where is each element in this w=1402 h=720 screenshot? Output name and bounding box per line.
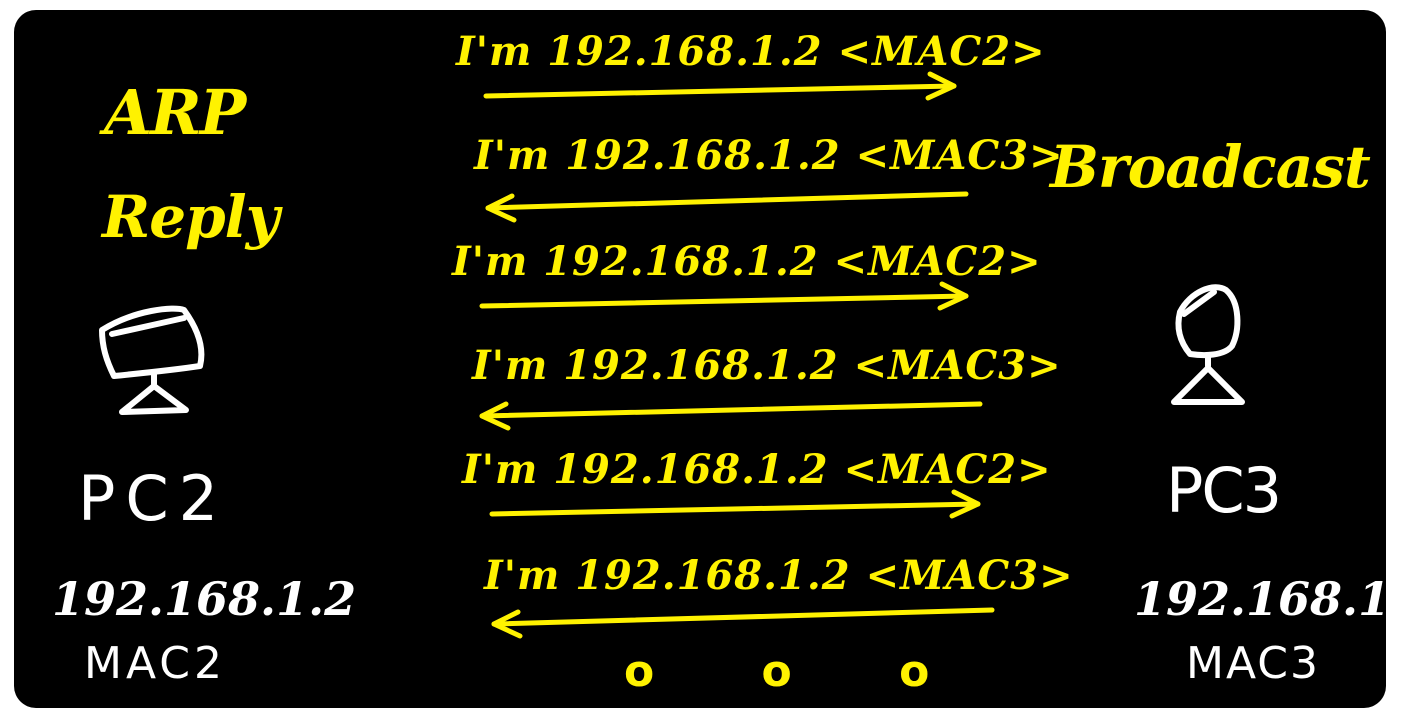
computer-icon bbox=[99, 305, 205, 415]
reply-label: Reply bbox=[102, 183, 279, 251]
continuation-dots: o o o bbox=[624, 646, 976, 697]
arrow-right-1 bbox=[483, 71, 957, 101]
arrow-right-3 bbox=[479, 281, 969, 311]
pc2-name: PC2 bbox=[78, 462, 229, 535]
message-text-3: I'm 192.168.1.2 <MAC2> bbox=[452, 238, 1042, 285]
diagram-strokes bbox=[99, 71, 1245, 639]
broadcast-label: Broadcast bbox=[1050, 133, 1371, 201]
pc2-mac: MAC2 bbox=[84, 638, 227, 689]
arrow-right-5 bbox=[489, 489, 981, 519]
arrow-left-4 bbox=[479, 401, 983, 431]
pc3-name: PC3 bbox=[1166, 454, 1282, 527]
arrow-left-2 bbox=[485, 191, 969, 223]
pc2-ip: 192.168.1.2 bbox=[52, 572, 357, 626]
message-text-4: I'm 192.168.1.2 <MAC3> bbox=[472, 342, 1062, 389]
message-text-2: I'm 192.168.1.2 <MAC3> bbox=[474, 132, 1064, 179]
arp-label: ARP bbox=[104, 76, 246, 149]
message-text-5: I'm 192.168.1.2 <MAC2> bbox=[462, 446, 1052, 493]
pc3-mac: MAC3 bbox=[1186, 638, 1321, 689]
message-text-6: I'm 192.168.1.2 <MAC3> bbox=[484, 552, 1074, 599]
whiteboard-canvas: ARP Reply Broadcast I'm 192.168.1.2 <MAC… bbox=[14, 10, 1386, 708]
message-text-1: I'm 192.168.1.2 <MAC2> bbox=[456, 28, 1046, 75]
pc3-ip: 192.168.1.2 bbox=[1134, 572, 1386, 626]
arrow-left-6 bbox=[491, 607, 995, 639]
computer-icon bbox=[1171, 284, 1245, 405]
